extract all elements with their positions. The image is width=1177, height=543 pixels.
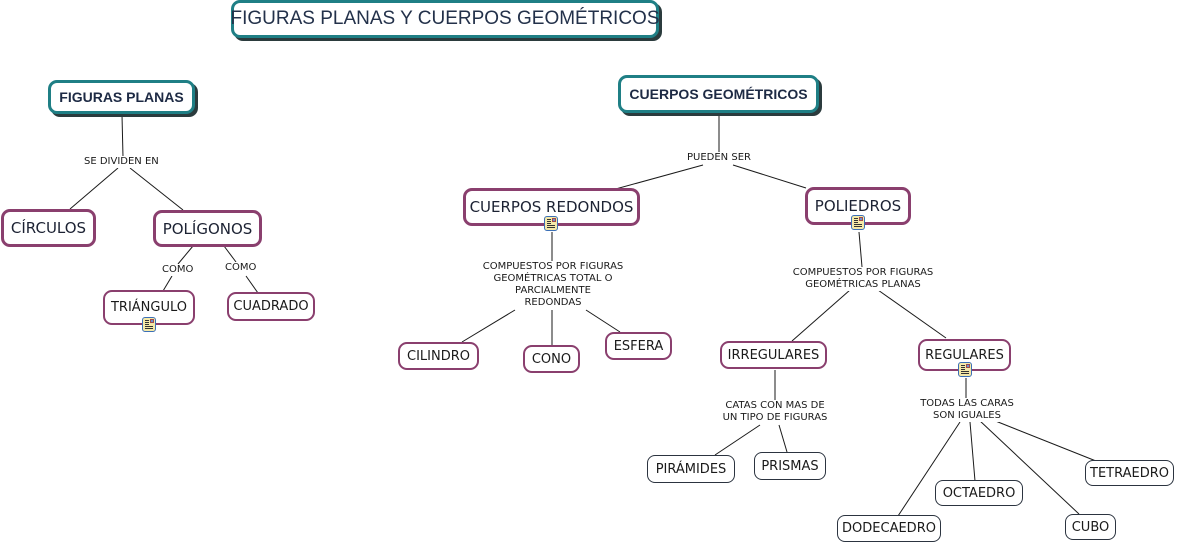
connector bbox=[858, 231, 863, 268]
link-label-pueden-ser: PUEDEN SER bbox=[686, 152, 752, 164]
concept-cuadrado[interactable]: CUADRADO bbox=[227, 292, 315, 321]
link-label-como: COMO bbox=[161, 264, 195, 276]
concept-cuerpos-geometricos[interactable]: CUERPOS GEOMÉTRICOS bbox=[618, 75, 819, 113]
link-label-compuestos-redondas: COMPUESTOS POR FIGURAS GEOMÉTRICAS TOTAL… bbox=[476, 261, 630, 309]
connector bbox=[585, 309, 621, 333]
link-label-compuestos-planas: COMPUESTOS POR FIGURAS GEOMÉTRICAS PLANA… bbox=[786, 267, 940, 291]
concept-cubo[interactable]: CUBO bbox=[1065, 514, 1116, 540]
concept-dodecaedro[interactable]: DODECAEDRO bbox=[837, 515, 941, 542]
concept-tetraedro[interactable]: TETRAEDRO bbox=[1085, 460, 1174, 486]
link-label-como: COMO bbox=[224, 262, 258, 274]
link-line: PARCIALMENTE bbox=[515, 285, 591, 296]
concept-octaedro[interactable]: OCTAEDRO bbox=[935, 480, 1023, 506]
document-image-icon[interactable] bbox=[958, 362, 972, 377]
connector bbox=[177, 245, 194, 265]
link-label-todas-caras: TODAS LAS CARAS SON IGUALES bbox=[914, 398, 1020, 422]
connector bbox=[162, 275, 173, 292]
connector bbox=[129, 167, 184, 211]
link-label-catas: CATAS CON MAS DE UN TIPO DE FIGURAS bbox=[716, 400, 834, 424]
concept-piramides[interactable]: PIRÁMIDES bbox=[647, 455, 735, 483]
connector bbox=[461, 309, 516, 343]
connector bbox=[791, 289, 851, 342]
connector bbox=[121, 114, 124, 158]
link-line: SON IGUALES bbox=[933, 410, 1001, 421]
link-label-se-dividen-en: SE DIVIDEN EN bbox=[83, 156, 160, 168]
connector bbox=[714, 424, 761, 456]
link-line: COMPUESTOS POR FIGURAS bbox=[482, 261, 624, 272]
connector bbox=[611, 164, 704, 191]
link-line: CATAS CON MAS DE bbox=[725, 400, 825, 411]
connector bbox=[245, 275, 259, 294]
map-title[interactable]: FIGURAS PLANAS Y CUERPOS GEOMÉTRICOS bbox=[231, 0, 660, 38]
connector bbox=[992, 419, 1097, 462]
connector bbox=[69, 167, 119, 210]
connector bbox=[978, 419, 1080, 515]
concept-esfera[interactable]: ESFERA bbox=[605, 332, 672, 360]
concept-cono[interactable]: CONO bbox=[523, 345, 580, 373]
connector bbox=[897, 421, 961, 517]
document-image-icon[interactable] bbox=[142, 317, 156, 332]
connector bbox=[969, 421, 976, 482]
concept-irregulares[interactable]: IRREGULARES bbox=[720, 341, 827, 369]
link-line: UN TIPO DE FIGURAS bbox=[722, 412, 828, 423]
connector bbox=[877, 289, 947, 339]
concept-circulos[interactable]: CÍRCULOS bbox=[1, 209, 96, 247]
connector bbox=[223, 245, 237, 263]
concept-prismas[interactable]: PRISMAS bbox=[754, 452, 826, 480]
link-line: COMPUESTOS POR FIGURAS bbox=[792, 267, 934, 278]
link-line: TODAS LAS CARAS bbox=[920, 398, 1014, 409]
connector bbox=[778, 424, 788, 453]
link-line: GEOMÉTRICAS PLANAS bbox=[805, 279, 921, 290]
link-line: GEOMÉTRICAS TOTAL O bbox=[493, 273, 613, 284]
link-line: REDONDAS bbox=[524, 297, 582, 308]
document-image-icon[interactable] bbox=[544, 216, 558, 231]
concept-poligonos[interactable]: POLÍGONOS bbox=[153, 210, 262, 247]
document-image-icon[interactable] bbox=[851, 215, 865, 230]
concept-figuras-planas[interactable]: FIGURAS PLANAS bbox=[48, 80, 195, 114]
connector bbox=[732, 164, 807, 189]
concept-cilindro[interactable]: CILINDRO bbox=[398, 342, 479, 370]
